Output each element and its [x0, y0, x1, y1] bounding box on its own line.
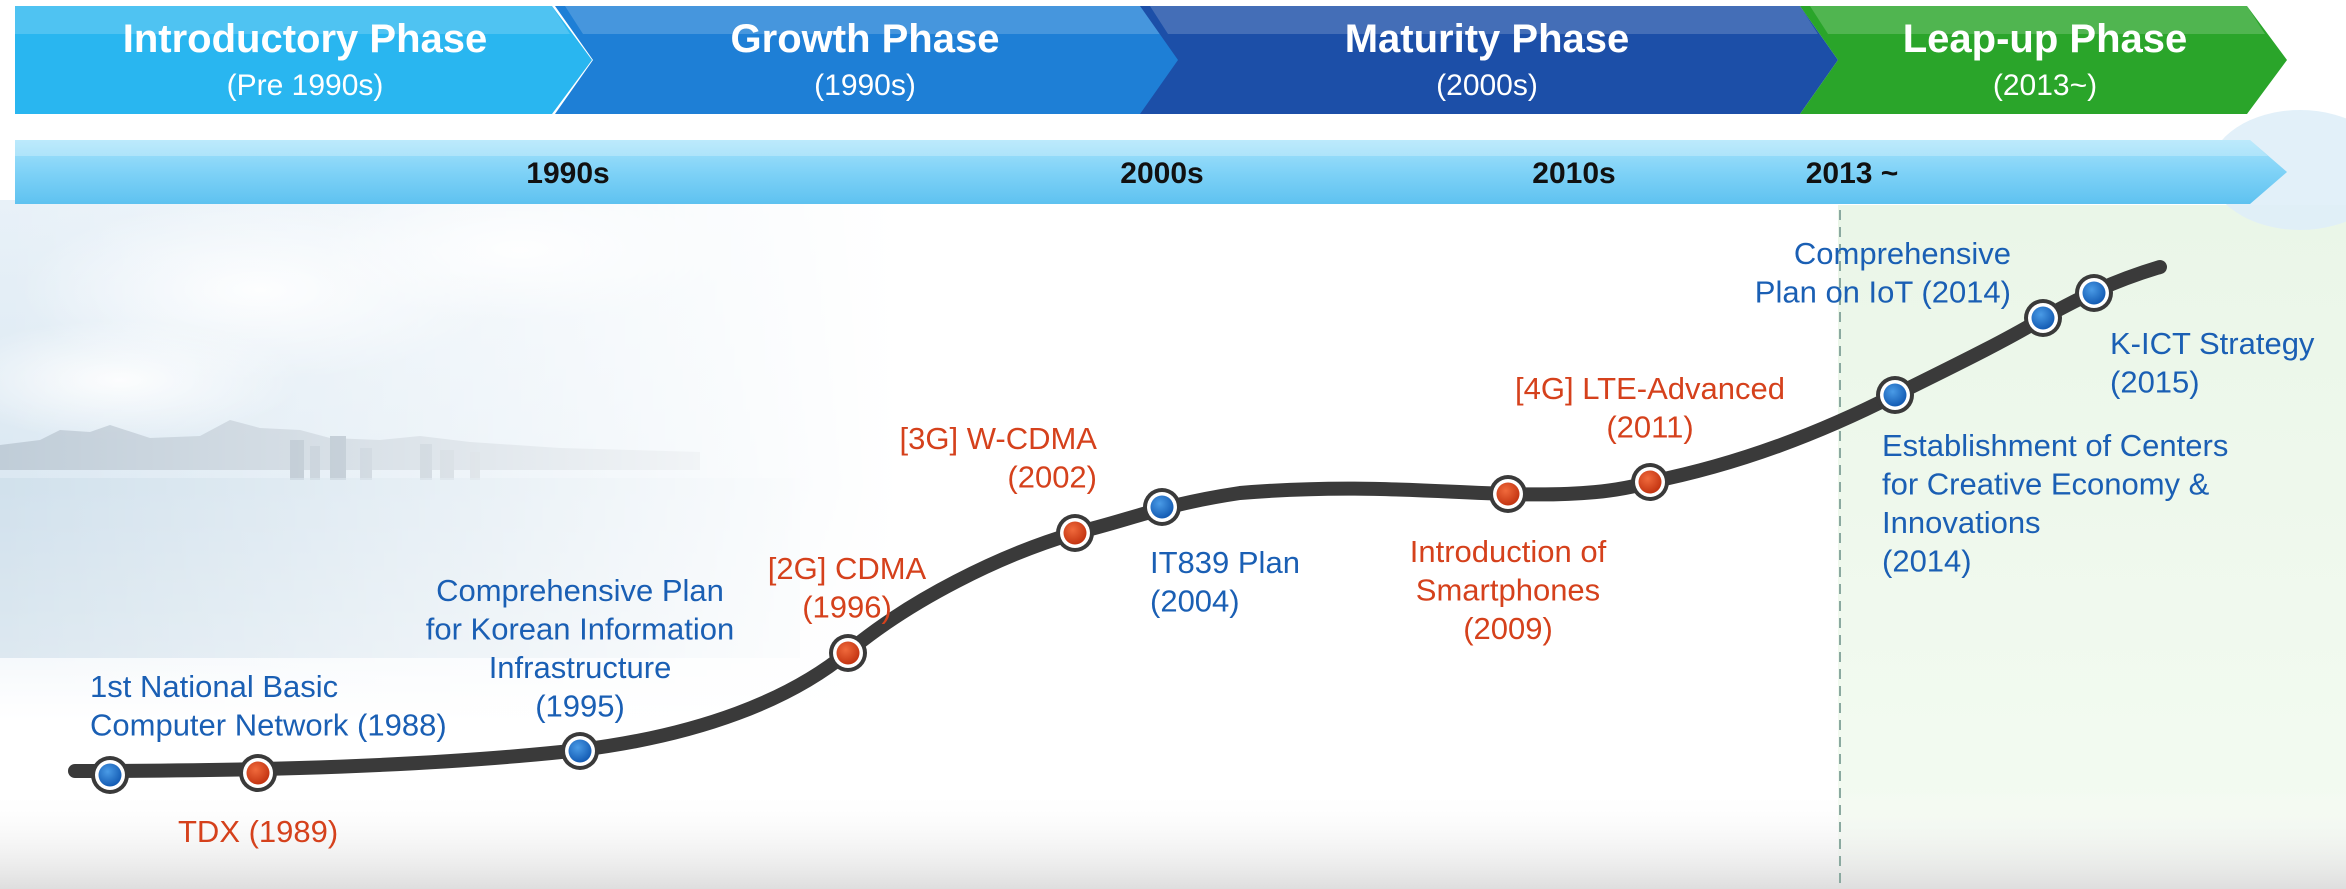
phase-title: Leap-up Phase — [1903, 17, 2188, 61]
era-label: 2010s — [1532, 157, 1615, 190]
milestone-dot — [1876, 376, 1914, 414]
phase-chevrons: Introductory Phase (Pre 1990s) Growth Phas… — [15, 6, 2287, 114]
milestone-label-line: for Korean Information — [426, 612, 734, 647]
phase-chevron-highlight — [15, 6, 570, 34]
milestone-label-line: (2009) — [1463, 611, 1553, 646]
phase-chevron-shape — [1800, 6, 2287, 114]
milestone-label-line: Comprehensive — [1794, 236, 2011, 271]
milestone-dot — [561, 732, 599, 770]
phase-title: Growth Phase — [731, 17, 1000, 61]
phase-chevron: Maturity Phase (2000s) — [1140, 6, 1838, 114]
phase-chevron: Growth Phase (1990s) — [555, 6, 1180, 114]
milestone-label-line: [3G] W-CDMA — [900, 421, 1098, 456]
milestone-dot — [1056, 514, 1094, 552]
phase-title: Introductory Phase — [123, 17, 488, 61]
milestone-label-line: K-ICT Strategy — [2110, 326, 2315, 361]
milestone-label-line: Computer Network (1988) — [90, 708, 447, 743]
milestone-dot — [91, 756, 129, 794]
milestone-label-line: [4G] LTE-Advanced — [1515, 371, 1785, 406]
era-label: 2013 ~ — [1806, 157, 1899, 190]
milestone-dot — [2075, 274, 2113, 312]
milestone-label: IT839 Plan (2004) — [1150, 545, 1300, 619]
milestone-label-line: [2G] CDMA — [768, 551, 927, 586]
milestone-label: [4G] LTE-Advanced (2011) — [1515, 371, 1785, 445]
milestone-label: Establishment of Centers for Creative Eco… — [1882, 428, 2228, 579]
milestone-label-line: Introduction of — [1410, 534, 1607, 569]
milestone-label-line: Innovations — [1882, 505, 2041, 540]
era-label: 2000s — [1120, 157, 1203, 190]
milestone-label: K-ICT Strategy (2015) — [2110, 326, 2315, 400]
phase-chevron-shape — [555, 6, 1180, 114]
milestone-label-line: (2011) — [1606, 410, 1693, 445]
milestone-label-line: 1st National Basic — [90, 669, 338, 704]
milestone-label-line: (1996) — [802, 590, 892, 625]
milestone-dot — [2024, 299, 2062, 337]
milestone-dot — [1631, 463, 1669, 501]
milestone-label: TDX (1989) — [178, 814, 338, 849]
milestone-label-line: Establishment of Centers — [1882, 428, 2228, 463]
phase-chevron: Leap-up Phase (2013~) — [1800, 6, 2287, 114]
milestone-label-line: Smartphones — [1416, 573, 1600, 608]
phase-subtitle: (2000s) — [1436, 69, 1538, 102]
milestone-label: [3G] W-CDMA (2002) — [900, 421, 1098, 495]
milestone-label: [2G] CDMA (1996) — [768, 551, 927, 625]
milestone-dots — [91, 274, 2113, 794]
milestone-label: Introduction of Smartphones(2009) — [1410, 534, 1607, 646]
phase-chevron-highlight — [1150, 6, 1818, 34]
phase-chevron-shape — [15, 6, 592, 114]
phase-chevron-highlight — [1810, 6, 2265, 34]
phase-chevron-shape — [1140, 6, 1838, 114]
milestone-dot — [1143, 488, 1181, 526]
phase-chevron: Introductory Phase (Pre 1990s) — [15, 6, 592, 114]
timeline-bar — [15, 140, 2287, 204]
milestone-label-line: (2004) — [1150, 584, 1240, 619]
milestone-label-line: (1995) — [535, 689, 625, 724]
milestone-label-line: Plan on IoT (2014) — [1755, 275, 2011, 310]
milestone-label: Comprehensive Plan for Korean Information… — [426, 573, 734, 724]
milestone-label-line: TDX (1989) — [178, 814, 338, 849]
phase-subtitle: (2013~) — [1993, 69, 2097, 102]
milestone-label-line: (2015) — [2110, 365, 2200, 400]
era-labels: 1990s 2000s 2010s 2013 ~ — [526, 157, 1898, 190]
milestone-label-line: Infrastructure — [489, 650, 672, 685]
phase-subtitle: (Pre 1990s) — [227, 69, 384, 102]
milestone-dot — [829, 634, 867, 672]
milestone-label-line: for Creative Economy & — [1882, 467, 2210, 502]
era-label: 1990s — [526, 157, 609, 190]
milestone-label-line: (2002) — [1007, 460, 1097, 495]
milestone-dot — [239, 754, 277, 792]
milestone-dot — [1489, 475, 1527, 513]
milestone-label-line: Comprehensive Plan — [436, 573, 724, 608]
milestone-label-line: (2014) — [1882, 544, 1972, 579]
phase-title: Maturity Phase — [1345, 17, 1630, 61]
background-scenery — [0, 110, 2346, 889]
phase-chevron-highlight — [565, 6, 1160, 34]
phase-subtitle: (1990s) — [814, 69, 916, 102]
milestone-label-line: IT839 Plan — [1150, 545, 1300, 580]
